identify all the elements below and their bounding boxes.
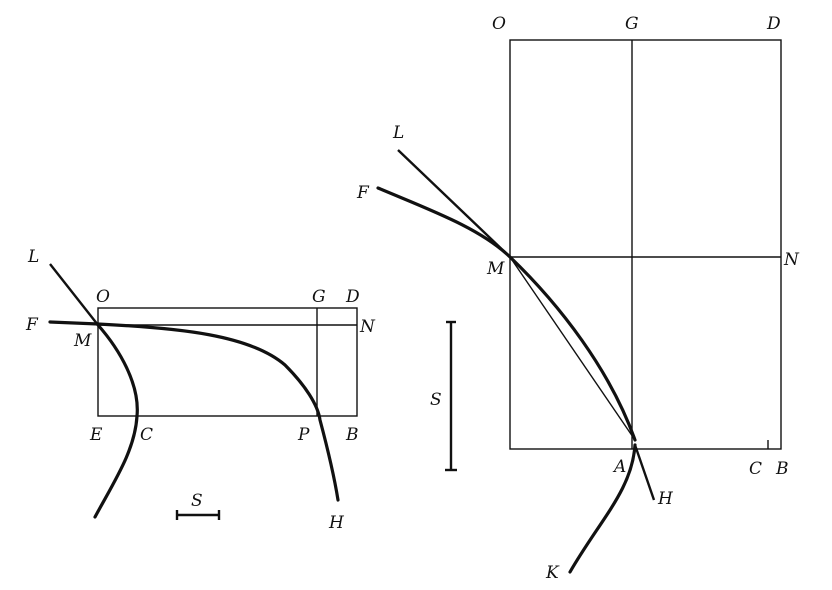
label-H: H: [328, 513, 345, 533]
label-S-right: S: [430, 390, 442, 410]
right-curve-AK: [568, 443, 637, 574]
right-figure: O G D L F M N S A C B H K: [356, 14, 800, 583]
left-curve-MC: [93, 323, 139, 519]
right-line-AH: [633, 444, 656, 501]
label-K-right: K: [545, 563, 560, 583]
label-F-right: F: [356, 183, 370, 203]
label-H-right: H: [657, 489, 674, 509]
label-F: F: [25, 315, 39, 335]
label-B: B: [345, 425, 359, 445]
label-O: O: [96, 287, 110, 307]
label-A-right: A: [612, 457, 626, 477]
label-G: G: [312, 287, 326, 307]
label-P: P: [297, 425, 310, 445]
label-D-right: D: [766, 14, 781, 34]
label-L-right: L: [392, 123, 404, 143]
right-line-LM: [397, 149, 511, 258]
label-M-right: M: [486, 259, 505, 279]
right-chord-MA: [509, 256, 636, 441]
label-E: E: [89, 425, 103, 445]
right-curve-FMA: [376, 186, 637, 442]
label-N: N: [359, 317, 376, 337]
left-figure: L O G D F M N E C P B S H: [25, 247, 376, 533]
label-S: S: [191, 491, 203, 511]
label-C: C: [140, 425, 153, 445]
left-rectangle-ODBE: [97, 307, 358, 417]
label-D: D: [345, 287, 360, 307]
label-L: L: [27, 247, 39, 267]
label-O-right: O: [492, 14, 506, 34]
label-B-right: B: [775, 459, 789, 479]
left-scale-bar-S: [175, 510, 221, 520]
label-C-right: C: [749, 459, 762, 479]
label-G-right: G: [625, 14, 639, 34]
label-N-right: N: [783, 250, 800, 270]
label-M: M: [73, 331, 92, 351]
right-rectangle-ODBA: [509, 39, 782, 450]
right-scale-bar-S: [445, 320, 457, 472]
left-line-LM: [49, 263, 99, 326]
left-curve-FPH: [48, 320, 340, 502]
